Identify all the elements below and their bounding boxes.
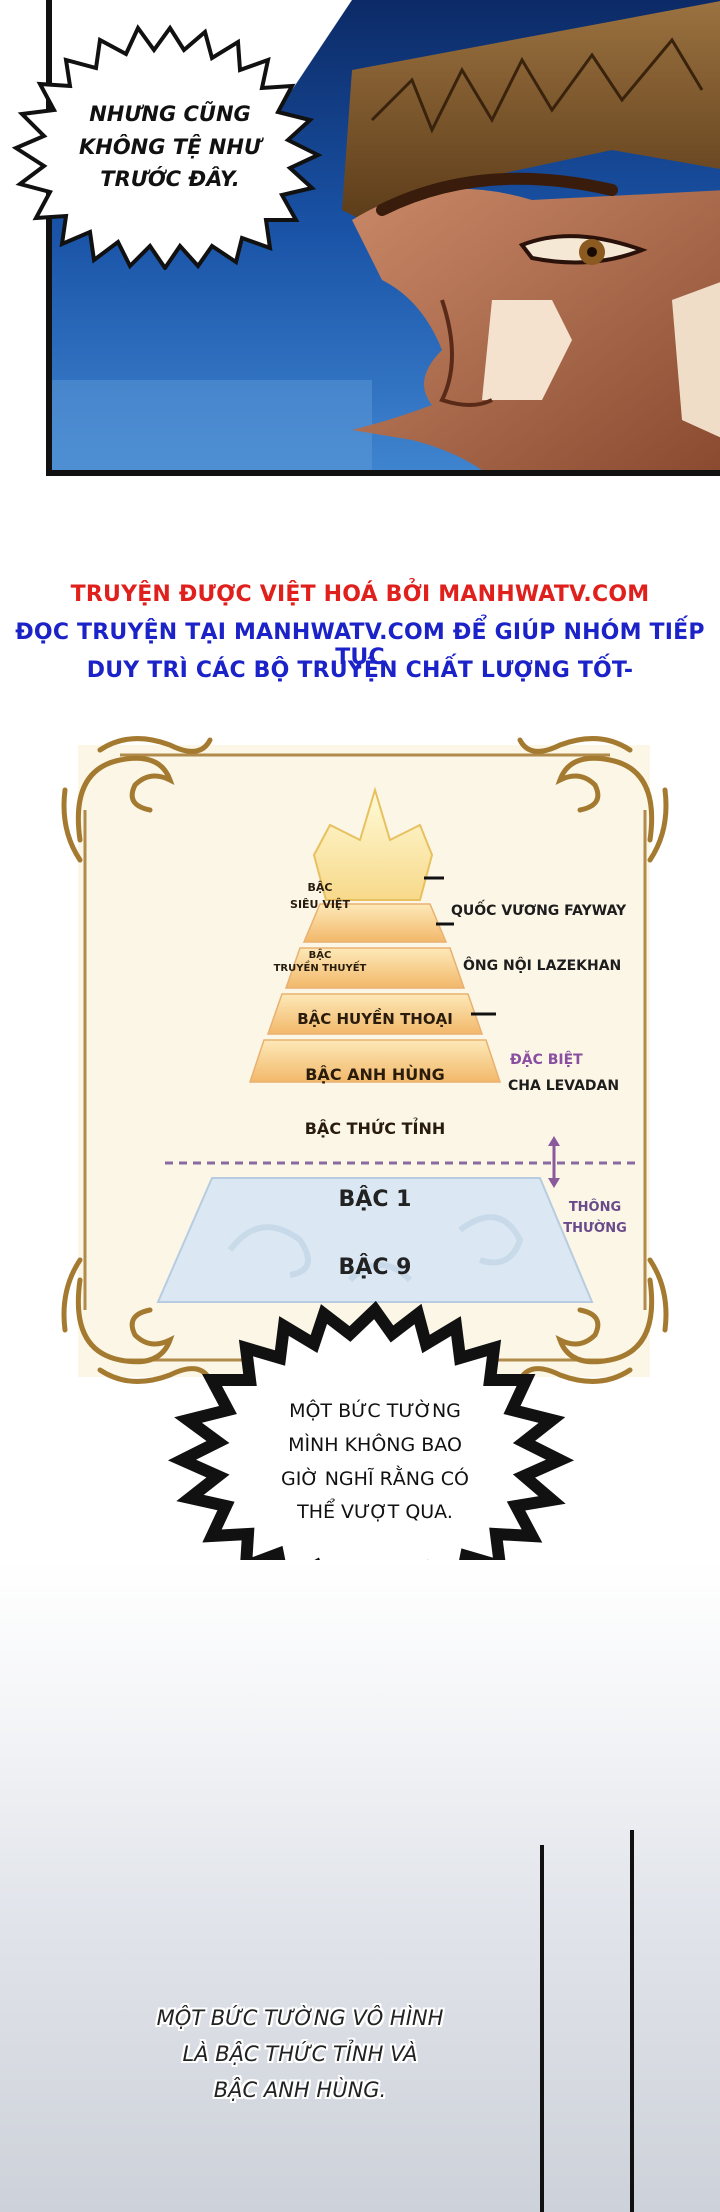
vertical-line-left [540,1845,544,2212]
tier-character-fayway: QUỐC VƯƠNG FAYWAY [451,903,627,919]
comic-panel-top [46,0,720,476]
tier-label-hero: BẬC ANH HÙNG [305,1065,445,1084]
tier-base-shape [156,1177,594,1303]
speech-bubble-spiky [11,24,323,270]
corner-ornament-top-left [61,736,213,863]
speech-line: KHÔNG TỆ NHƯ [78,134,261,159]
tier-awakened-shape [248,1039,502,1083]
bottom-panel-background [0,1560,720,2212]
tier-label-line: SIÊU VIỆT [290,897,350,911]
tier-label-line: TRUYỀN THUYẾT [273,963,367,974]
tier-pyramid-graphic [61,736,669,1384]
speech-line: TRƯỚC ĐÂY. [100,167,240,192]
tier-label-level-9: BẬC 9 [338,1255,412,1280]
tier-label-mythic: BẬC HUYỀN THOẠI [297,1010,453,1028]
tier-label-line: THÔNG [568,1200,622,1215]
tier-character-special: ĐẶC BIỆT [510,1052,583,1068]
tier-label-line: BẬC [308,950,332,961]
tier-character-levadan: CHA LEVADAN [508,1078,620,1094]
man-face-illustration [52,0,720,470]
credit-line-1: TRUYỆN ĐƯỢC VIỆT HOÁ BỞI MANHWATV.COM [70,582,650,607]
speech-line: NHƯNG CŨNG [89,102,251,126]
speech-line: MỘT BỨC TƯỜNG [289,1400,461,1422]
speech-text-middle: MỘT BỨC TƯỜNG MÌNH KHÔNG BAO GIỜ NGHĨ RẰ… [245,1395,505,1530]
caption-line: BẬC ANH HÙNG. [213,2078,387,2103]
speech-line: GIỜ NGHĨ RẰNG CÓ [281,1467,469,1490]
tier-label-level-1: BẬC 1 [338,1187,412,1212]
tier-label-transcendent: BẬC SIÊU VIỆT [255,880,385,913]
tier-crown [312,786,434,901]
tier-label-line: THƯỜNG [563,1220,627,1236]
caption-line: LÀ BẬC THỨC TỈNH VÀ [182,2042,418,2067]
tier-label-awakened: BẬC THỨC TỈNH [304,1119,446,1138]
speech-line: THỂ VƯỢT QUA. [297,1501,453,1524]
caption-box: MỘT BỨC TƯỜNG VÔ HÌNH LÀ BẬC THỨC TỈNH V… [130,2000,470,2108]
speech-line: MÌNH KHÔNG BAO [288,1433,462,1456]
tier-label-normal: THÔNG THƯỜNG [555,1198,635,1240]
tier-label-legendary: BẬC TRUYỀN THUYẾT [255,949,385,975]
tier-mythic-shape [284,947,466,989]
caption-line: MỘT BỨC TƯỜNG VÔ HÌNH [156,2006,444,2030]
tier-hero-shape [266,993,484,1035]
tier-character-lazekhan: ÔNG NỘI LAZEKHAN [463,958,622,974]
credit-line-3: DUY TRÌ CÁC BỘ TRUYỆN CHẤT LƯỢNG TỐT- [86,658,634,683]
tier-legendary-shape [302,903,448,943]
corner-ornament-top-right [517,736,669,863]
credit-line-2: ĐỌC TRUYỆN TẠI MANHWATV.COM ĐỂ GIÚP NHÓM… [15,620,705,670]
vertical-line-right [630,1830,634,2212]
tier-label-line: BẬC [307,881,333,894]
corner-ornament-bottom-left [61,1257,213,1384]
corner-ornament-bottom-right [517,1257,669,1384]
speech-text-top: NHƯNG CŨNG KHÔNG TỆ NHƯ TRƯỚC ĐÂY. [60,98,280,196]
